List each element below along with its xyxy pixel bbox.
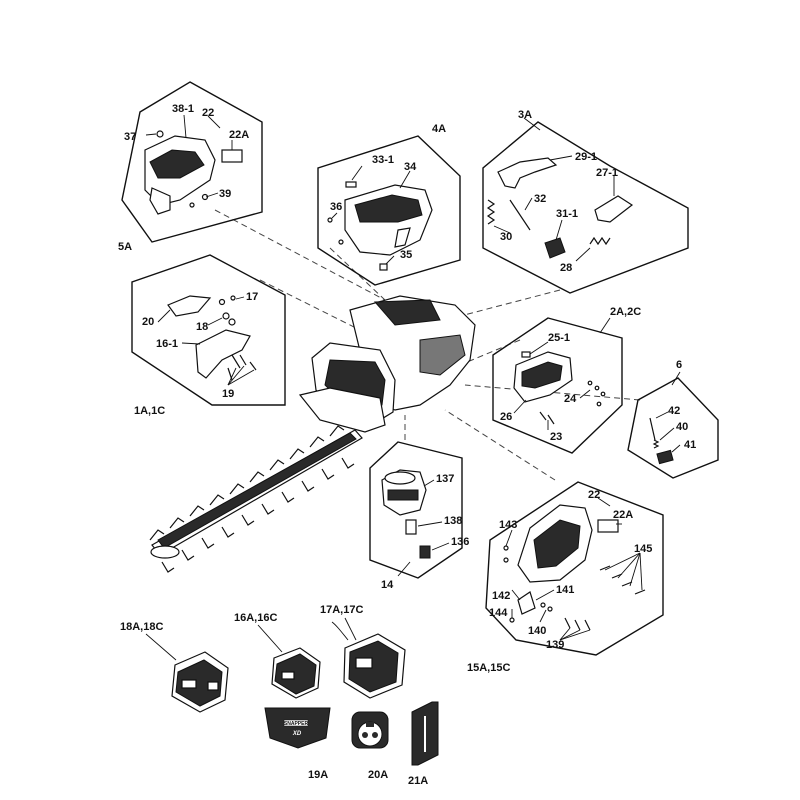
leader-lines-4a bbox=[331, 165, 411, 265]
charger-17a bbox=[331, 621, 406, 699]
leader-lines-1a bbox=[157, 296, 255, 386]
label-29-1: 29-1 bbox=[575, 151, 597, 163]
decal-19a: SNAPPER XD bbox=[264, 707, 331, 749]
label-32: 32 bbox=[534, 193, 546, 205]
group-2a-outline bbox=[492, 317, 623, 454]
label-144: 144 bbox=[489, 607, 508, 619]
label-16a16c: 16A,16C bbox=[234, 612, 277, 624]
battery-18a bbox=[171, 651, 229, 713]
hedge-trimmer-body bbox=[298, 295, 476, 433]
group-6-outline bbox=[627, 377, 719, 479]
label-140: 140 bbox=[528, 625, 546, 637]
label-14: 14 bbox=[381, 579, 394, 591]
motor-housing-5a bbox=[144, 130, 243, 215]
label-22-top: 22 bbox=[202, 107, 214, 119]
label-38-1: 38-1 bbox=[172, 103, 194, 115]
group-1a-outline bbox=[131, 254, 286, 406]
label-42: 42 bbox=[668, 405, 680, 417]
group-4a-outline bbox=[317, 135, 461, 286]
housing-15a bbox=[503, 504, 646, 631]
label-18a18c: 18A,18C bbox=[120, 621, 163, 633]
label-37: 37 bbox=[124, 131, 136, 143]
label-19a: 19A bbox=[308, 769, 328, 781]
label-139: 139 bbox=[546, 639, 564, 651]
label-24: 24 bbox=[564, 393, 577, 405]
gearbox-14 bbox=[381, 469, 431, 559]
label-4a: 4A bbox=[432, 123, 446, 135]
label-22a-bot: 22A bbox=[613, 509, 633, 521]
label-21a: 21A bbox=[408, 775, 428, 787]
label-141: 141 bbox=[556, 584, 574, 596]
label-41: 41 bbox=[684, 439, 696, 451]
label-137: 137 bbox=[436, 473, 454, 485]
label-33-1: 33-1 bbox=[372, 154, 394, 166]
group-14-outline bbox=[369, 441, 463, 579]
label-34: 34 bbox=[404, 161, 417, 173]
label-136: 136 bbox=[451, 536, 469, 548]
label-145: 145 bbox=[634, 543, 652, 555]
guard-parts-1a bbox=[167, 295, 257, 381]
leader-lines-5a bbox=[145, 114, 233, 198]
group-5a-outline bbox=[121, 81, 263, 243]
label-17: 17 bbox=[246, 291, 258, 303]
label-28: 28 bbox=[560, 262, 572, 274]
label-19: 19 bbox=[222, 388, 234, 400]
leader-lines-2a bbox=[513, 317, 611, 430]
trigger-parts-3a bbox=[486, 157, 634, 259]
label-31-1: 31-1 bbox=[556, 208, 578, 220]
label-36: 36 bbox=[330, 201, 342, 213]
decal-21a bbox=[411, 701, 439, 766]
label-1a1c: 1A,1C bbox=[134, 405, 165, 417]
label-25-1: 25-1 bbox=[548, 332, 570, 344]
label-35: 35 bbox=[400, 249, 412, 261]
label-30: 30 bbox=[500, 231, 512, 243]
group-3a-outline bbox=[482, 121, 689, 294]
label-20: 20 bbox=[142, 316, 154, 328]
leader-lines-14 bbox=[397, 479, 450, 577]
label-18: 18 bbox=[196, 321, 208, 333]
label-2a2c: 2A,2C bbox=[610, 306, 641, 318]
label-15a15c: 15A,15C bbox=[467, 662, 510, 674]
label-22a-top: 22A bbox=[229, 129, 249, 141]
decal-20a bbox=[351, 711, 389, 749]
leader-lines-15a bbox=[505, 497, 643, 641]
leader-lines-3a bbox=[493, 117, 615, 262]
label-142: 142 bbox=[492, 590, 510, 602]
side-cover-2a bbox=[513, 351, 606, 425]
handle-cover-4a bbox=[327, 181, 433, 271]
group-outlines bbox=[121, 81, 719, 656]
cutting-blade bbox=[149, 425, 363, 573]
label-16-1: 16-1 bbox=[156, 338, 178, 350]
label-27-1: 27-1 bbox=[596, 167, 618, 179]
label-17a17c: 17A,17C bbox=[320, 604, 363, 616]
label-22-bot: 22 bbox=[588, 489, 600, 501]
leader-lines-6 bbox=[655, 371, 681, 453]
label-138: 138 bbox=[444, 515, 462, 527]
label-40: 40 bbox=[676, 421, 688, 433]
leader-lines-batteries bbox=[145, 617, 357, 661]
decal-brand-text: SNAPPER bbox=[284, 721, 309, 727]
label-26: 26 bbox=[500, 411, 512, 423]
latch-parts-6 bbox=[649, 417, 674, 465]
callout-labels: 37 38-1 22 22A 39 5A 4A 33-1 34 36 35 3A… bbox=[118, 103, 696, 787]
label-6: 6 bbox=[676, 359, 682, 371]
label-143: 143 bbox=[499, 519, 517, 531]
label-23: 23 bbox=[550, 431, 562, 443]
label-5a: 5A bbox=[118, 241, 132, 253]
label-3a: 3A bbox=[518, 109, 532, 121]
group-15a-outline bbox=[485, 481, 664, 656]
battery-16a bbox=[271, 647, 321, 699]
decal-model-text: XD bbox=[292, 731, 302, 737]
label-39: 39 bbox=[219, 188, 231, 200]
label-20a: 20A bbox=[368, 769, 388, 781]
